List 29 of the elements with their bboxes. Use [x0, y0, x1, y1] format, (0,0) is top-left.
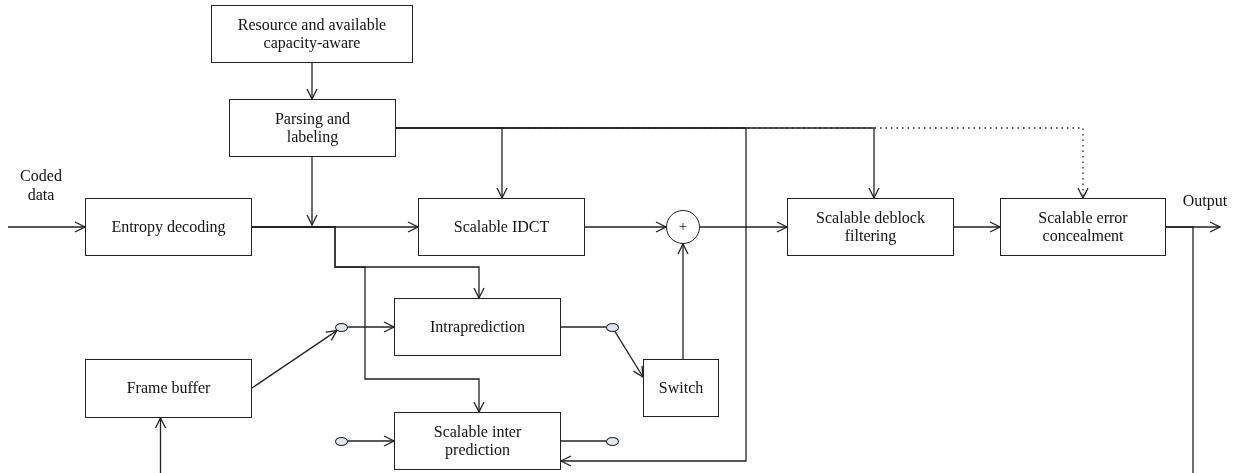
process-box: Switch: [643, 359, 719, 417]
arrow: [306, 62, 318, 100]
process-box: Resource and available capacity-aware: [211, 5, 413, 63]
arrow: [154, 226, 1194, 473]
arrow: [953, 221, 1001, 233]
process-box: Scalable error concealment: [1000, 198, 1166, 256]
process-box: Frame buffer: [85, 359, 252, 418]
arrow: [614, 331, 644, 378]
arrow: [251, 330, 338, 389]
process-box: Scalable deblock filtering: [787, 198, 954, 256]
process-box: Entropy decoding: [85, 198, 252, 256]
arrow: [347, 435, 395, 447]
arrow: [677, 243, 689, 360]
process-box: Intraprediction: [394, 298, 561, 356]
terminal-circle: [335, 437, 348, 446]
process-box: Parsing and labeling: [229, 99, 396, 157]
arrow: [584, 221, 667, 233]
process-box: Scalable IDCT: [418, 198, 585, 256]
arrow: [7, 221, 86, 233]
process-box: Scalable inter prediction: [394, 412, 561, 470]
arrow: [699, 221, 788, 233]
arrow: [251, 226, 485, 413]
terminal-circle: [606, 437, 619, 446]
terminal-circle: [335, 323, 348, 332]
arrow: [395, 127, 747, 467]
arrow: [306, 156, 318, 226]
arrow: [347, 321, 395, 333]
terminal-circle: [606, 323, 619, 332]
summing-junction: +: [666, 210, 700, 244]
